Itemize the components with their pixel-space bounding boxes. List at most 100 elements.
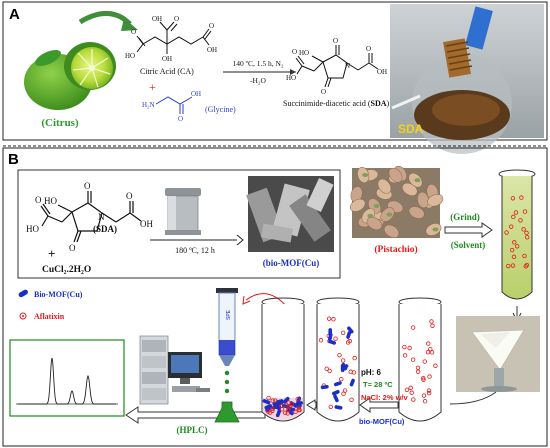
aflatoxin-dot: [352, 355, 357, 361]
sda-structure-a: [295, 45, 379, 88]
aflatoxin-dot: [410, 325, 416, 330]
chromatogram: [9, 339, 125, 417]
aflatoxin-dot: [415, 365, 421, 370]
sda-a-o-3: O: [292, 48, 297, 56]
hplc-label: (HPLC): [177, 425, 208, 435]
citrus-label: (Citrus): [41, 117, 79, 129]
aflatoxin-dot: [522, 209, 528, 214]
aflatoxin-dot: [407, 345, 412, 351]
panel-a-label: A: [9, 6, 20, 23]
aflatoxin-dot: [428, 346, 433, 352]
aflatoxin-dot: [426, 390, 432, 396]
aflatoxin-dot: [425, 349, 431, 355]
cartridge-text: SPE: [226, 309, 232, 320]
aflatoxin-dot: [411, 397, 416, 402]
pistachio-image: [349, 165, 444, 238]
pistachio-label: (Pistachio): [374, 244, 417, 255]
sda-a-oh: OH: [377, 68, 387, 76]
pistachio-kernel: [362, 172, 369, 177]
aflatoxin-dot: [293, 409, 298, 415]
aflatoxin-dot: [510, 196, 516, 201]
grind-label: (Grind): [450, 212, 480, 222]
aflatoxin-dot: [348, 369, 353, 374]
tube-1: [261, 297, 305, 422]
aflatoxin-dot: [506, 263, 511, 269]
ca-ho-1: HO: [125, 52, 135, 60]
pistachio-nut: [427, 194, 444, 207]
sda-flask-photo: SDA: [390, 4, 544, 154]
aflatoxin-dot: [289, 402, 294, 407]
sem-image: [246, 176, 334, 252]
syringe-cartridge: SPE: [214, 288, 240, 423]
aflatoxin-dot: [402, 344, 407, 350]
panel-a: A (Citrus): [2, 1, 548, 154]
panel-b-label: B: [8, 151, 19, 168]
mof-particle: [346, 331, 352, 339]
sda-structure-b: [40, 191, 142, 243]
arrow-tube3-tube2: [359, 397, 399, 413]
mof-particle: [333, 394, 339, 403]
condition-temp: T= 28 ºC: [363, 380, 393, 389]
aflatoxin-dot: [512, 240, 517, 245]
aflatoxin-dot: [327, 368, 332, 374]
legend: Bio-MOF(Cu) Aflatixin: [18, 289, 83, 321]
pistachio-kernel: [432, 227, 439, 232]
filter-photo: [456, 316, 540, 392]
mof-particle: [347, 326, 354, 334]
aflatoxin-dot: [509, 247, 515, 253]
aflatoxin-dot: [508, 224, 514, 229]
aflatoxin-dot: [408, 385, 413, 391]
aflatoxin-dot: [510, 263, 516, 268]
sda-b-o-3: O: [35, 195, 42, 205]
sda-product-label: Succinimide-diacetic acid (SDA): [283, 99, 390, 108]
condition-ph: pH: 6: [361, 368, 382, 377]
legend-aflatoxin-marker: [19, 312, 27, 320]
sda-b-ho: HO: [44, 196, 57, 206]
aflatoxin-dot: [410, 357, 416, 362]
aflatoxin-dot: [279, 407, 285, 412]
filter-arrow: [449, 391, 497, 405]
aflatoxin-dot: [518, 218, 523, 223]
aflatoxin-dot: [285, 407, 291, 413]
legend-mof-marker: [18, 289, 28, 298]
pistachio-nut: [377, 178, 392, 194]
tube-3: [398, 297, 442, 422]
aflatoxin-dot: [297, 407, 302, 413]
panel-b-frame: [2, 147, 548, 447]
pistachio-nut: [408, 206, 425, 219]
aflatoxin-dot: [318, 338, 324, 343]
mof-particle: [328, 339, 337, 345]
aflatoxin-dot: [426, 341, 431, 346]
grind-arrow: [444, 222, 493, 238]
mof-particle: [273, 405, 282, 410]
glycine-label: (Glycine): [205, 105, 236, 114]
pistachio-kernel: [367, 213, 374, 218]
aflatoxin-dot: [296, 405, 302, 410]
aflatoxin-dot: [342, 388, 348, 393]
arrow-tube2-tube1: [306, 399, 317, 411]
aflatoxin-dot: [349, 397, 354, 403]
aflatoxin-dot: [326, 316, 332, 321]
pistachio-nut: [349, 198, 366, 212]
mof-particle: [349, 378, 355, 387]
aflatoxin-dot: [524, 230, 529, 236]
aflatoxin-dot: [404, 387, 410, 393]
aflatoxin-dot: [324, 366, 329, 372]
synthesis-box: [17, 169, 341, 279]
aflatoxin-dot: [295, 396, 301, 402]
mof-particle: [333, 381, 342, 387]
mof-label: (bio-MOF(Cu): [263, 258, 320, 268]
aflatoxin-dot: [522, 253, 527, 259]
aflatoxin-dot: [513, 210, 519, 215]
sda-a-n: N: [345, 62, 350, 70]
aflatoxin-dot: [421, 393, 427, 398]
aflatoxin-dot: [339, 376, 344, 382]
autoclave: [165, 188, 201, 235]
pistachio-nut: [366, 217, 383, 230]
panel-b-plus: +: [48, 246, 55, 261]
mof-particle: [320, 384, 329, 390]
citrus-image: [24, 42, 116, 110]
aflatoxin-dot: [282, 410, 288, 416]
